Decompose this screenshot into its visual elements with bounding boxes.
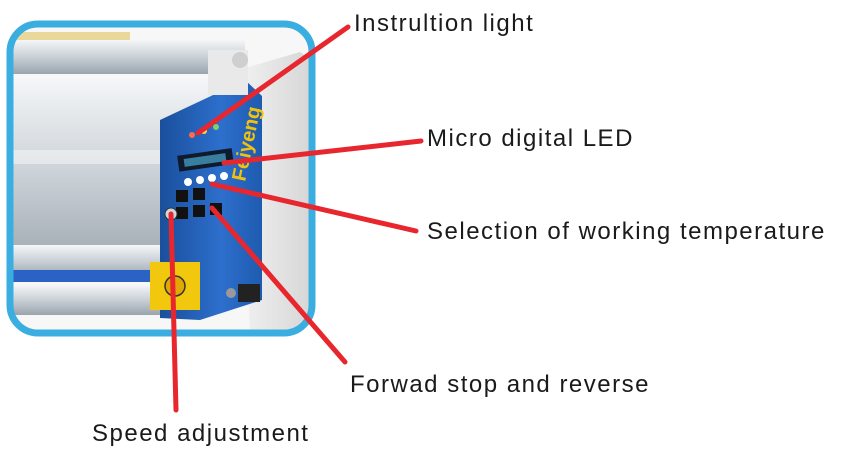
label-instruction-light: Instrultion light bbox=[354, 10, 535, 37]
temp-button-2 bbox=[193, 188, 205, 200]
leader-micro-led bbox=[221, 138, 424, 166]
indicator-light-3 bbox=[213, 124, 219, 130]
label-forward-stop-reverse: Forwad stop and reverse bbox=[350, 371, 650, 398]
leader-temperature bbox=[209, 181, 419, 234]
leader-speed bbox=[168, 211, 179, 413]
leader-direction bbox=[209, 205, 348, 365]
leader-instruction-light bbox=[195, 24, 351, 136]
label-speed-adjustment: Speed adjustment bbox=[92, 420, 310, 447]
label-working-temperature: Selection of working temperature bbox=[427, 218, 826, 245]
control-panel bbox=[160, 80, 262, 320]
top-roller bbox=[10, 40, 245, 74]
photo-frame bbox=[6, 20, 316, 337]
temp-button-1 bbox=[176, 190, 188, 202]
label-micro-digital-led: Micro digital LED bbox=[427, 125, 634, 152]
indicator-light-1 bbox=[189, 132, 195, 138]
dir-button-1 bbox=[176, 207, 188, 219]
leader-lines bbox=[168, 24, 424, 413]
dir-button-2 bbox=[193, 205, 205, 217]
